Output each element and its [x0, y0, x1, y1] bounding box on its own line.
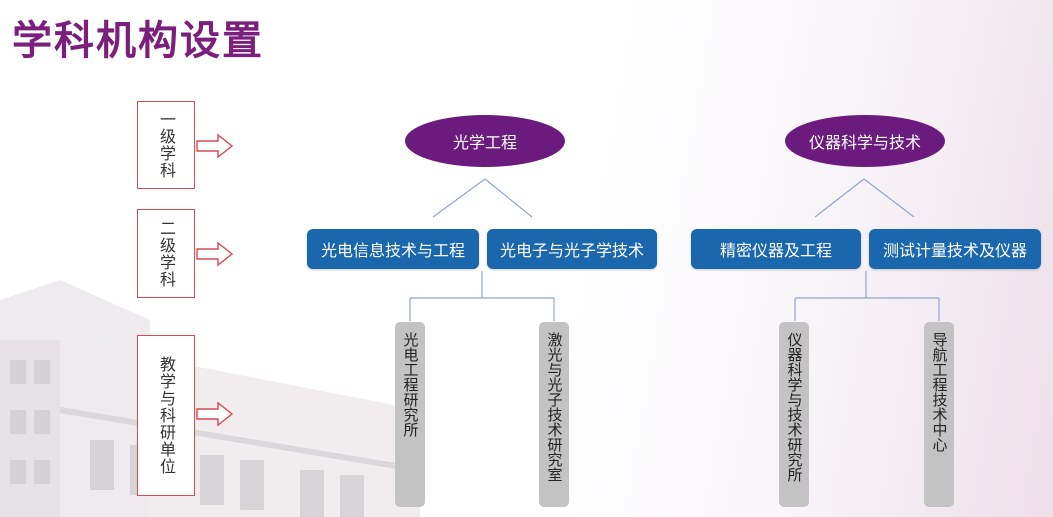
primary-discipline-optical-engineering: 光学工程 — [405, 115, 565, 167]
connector-line — [814, 178, 865, 218]
level-label: 二级学科 — [157, 219, 176, 288]
connector-line — [484, 178, 533, 218]
research-unit: 激光与光子技术研究室 — [539, 322, 569, 507]
research-unit-label: 光电工程研究所 — [401, 332, 420, 437]
secondary-discipline: 光电子与光子学技术 — [487, 229, 657, 269]
research-unit: 导航工程技术中心 — [924, 322, 954, 507]
secondary-discipline: 精密仪器及工程 — [691, 229, 861, 269]
level-box-second: 二级学科 — [137, 209, 195, 298]
right-arrow-icon — [196, 133, 234, 159]
right-arrow-icon — [196, 401, 234, 427]
research-unit-label: 激光与光子技术研究室 — [545, 332, 564, 482]
secondary-discipline: 光电信息技术与工程 — [307, 229, 479, 269]
right-arrow-icon — [196, 241, 234, 267]
primary-discipline-instrument-science: 仪器科学与技术 — [785, 115, 945, 167]
research-unit-label: 仪器科学与技术研究所 — [785, 332, 804, 482]
connector-line — [432, 178, 486, 218]
level-box-first: 一级学科 — [137, 101, 195, 189]
level-label: 教学与科研单位 — [157, 356, 176, 475]
page-title: 学科机构设置 — [12, 18, 264, 64]
level-label: 一级学科 — [157, 111, 176, 179]
connector-line — [863, 178, 915, 218]
research-unit: 光电工程研究所 — [395, 322, 425, 507]
secondary-discipline: 测试计量技术及仪器 — [869, 229, 1041, 269]
research-unit: 仪器科学与技术研究所 — [779, 322, 809, 507]
level-box-units: 教学与科研单位 — [137, 335, 195, 496]
research-unit-label: 导航工程技术中心 — [930, 332, 949, 452]
